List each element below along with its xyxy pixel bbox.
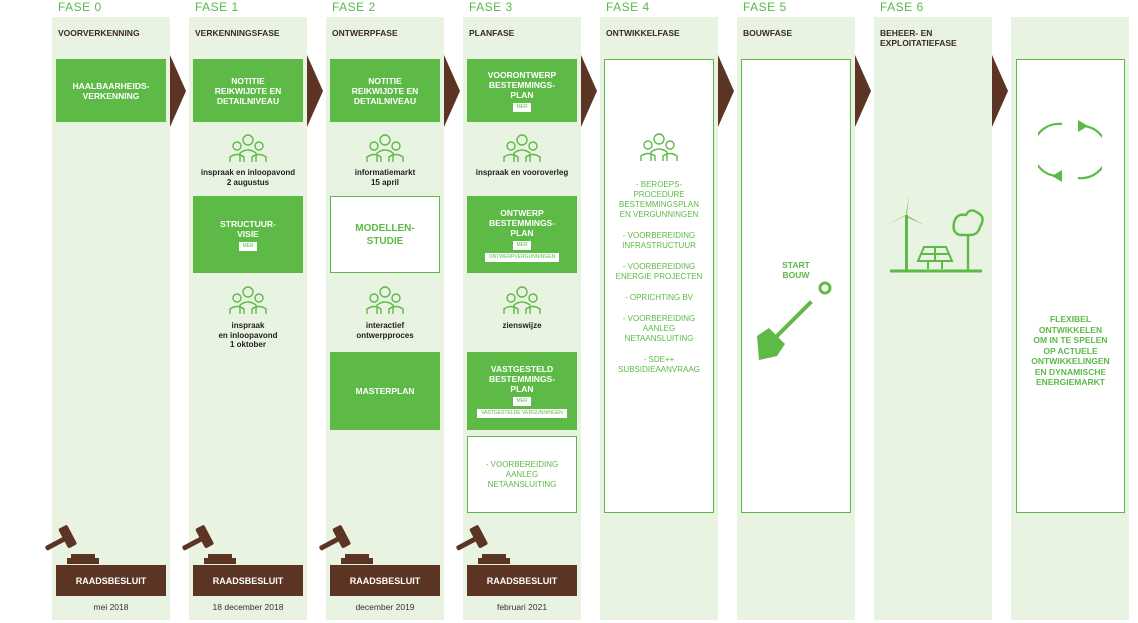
cycle-icon [1038, 120, 1102, 182]
vastgesteld-box: VASTGESTELD BESTEMMINGS- PLAN MER VASTGE… [467, 352, 577, 430]
ontwikkel-panel: - BEROEPS- PROCEDURE BESTEMMINGSPLAN EN … [604, 59, 714, 513]
fase-label: FASE 6 [880, 0, 924, 14]
list-item: - VOORBEREIDING ENERGIE PROJECTEN [615, 262, 703, 281]
start-bouw-label: START BOUW [782, 260, 810, 280]
column-fase-1: FASE 1 VERKENNINGSFASE NOTITIE REIKWIJDT… [182, 0, 307, 620]
raadsbesluit-badge: RAADSBESLUIT [330, 565, 440, 596]
bouw-panel: START BOUW [741, 59, 851, 513]
fase-label: FASE 4 [606, 0, 650, 14]
mer-tag: MER [513, 102, 531, 112]
people-icon [503, 286, 541, 314]
people-icon [640, 133, 678, 161]
list-item: - SDE++ SUBSIDIEAANVRAAG [618, 355, 700, 374]
column-fase-0: FASE 0 VOORVERKENNING HAALBAARHEIDS- VER… [45, 0, 170, 620]
column-fase-2: FASE 2 ONTWERPFASE NOTITIE REIKWIJDTE EN… [319, 0, 444, 620]
event-caption: inspraak en inloopavond 2 augustus [200, 168, 296, 187]
chevron-arrow-icon [718, 55, 734, 127]
gavel-icon [182, 525, 236, 564]
raadsbesluit-badge: RAADSBESLUIT [56, 565, 166, 596]
phase-title: ONTWIKKELFASE [606, 28, 680, 38]
tree-icon [952, 209, 984, 271]
solar-panel-icon [916, 246, 954, 269]
box-label: VASTGESTELD BESTEMMINGS- PLAN [488, 364, 556, 394]
shovel-icon [757, 281, 832, 360]
people-icon [503, 134, 541, 162]
decision-date: februari 2021 [496, 602, 548, 612]
fase-label: FASE 0 [58, 0, 102, 14]
list-item: - BEROEPS- PROCEDURE BESTEMMINGSPLAN EN … [618, 180, 699, 219]
wind-turbine-icon [886, 195, 924, 271]
phase-title: VERKENNINGSFASE [195, 28, 280, 38]
event-caption: inspraak en inloopavond 1 oktober [218, 321, 278, 349]
column-fase-3: FASE 3 PLANFASE VOORONTWERP BESTEMMINGS-… [456, 0, 581, 620]
phase-title: BOUWFASE [743, 28, 793, 38]
people-icon [366, 286, 404, 314]
chevron-arrow-icon [855, 55, 871, 127]
haalbaarheid-box: HAALBAARHEIDS- VERKENNING [56, 59, 166, 122]
list-item: - VOORBEREIDING AANLEG NETAANSLUITING [622, 314, 696, 343]
flexibel-panel: FLEXIBEL ONTWIKKELEN OM IN TE SPELEN OP … [1016, 59, 1125, 513]
list-item: - VOORBEREIDING INFRASTRUCTUUR [622, 231, 696, 250]
column-fase-4: FASE 4 ONTWIKKELFASE - BEROEPS- PROCEDUR… [600, 0, 718, 620]
mer-tag: MER [513, 397, 531, 406]
chevron-arrow-icon [170, 55, 186, 127]
energy-illustration [886, 195, 984, 273]
decision-date: 18 december 2018 [212, 602, 284, 612]
column-fase-6: FASE 6 BEHEER- EN EXPLOITATIEFASE [874, 0, 992, 620]
ontwerp-box: ONTWERP BESTEMMINGS- PLAN MER ONTWERPVER… [467, 196, 577, 273]
box-label: ONTWERP BESTEMMINGS- PLAN [488, 207, 556, 238]
event-caption: informatiemarkt 15 april [354, 168, 416, 187]
phase-title: ONTWERPFASE [332, 28, 398, 38]
phase-title: PLANFASE [469, 28, 515, 38]
box-label: STRUCTUUR- VISIE [220, 218, 276, 239]
raadsbesluit-badge: RAADSBESLUIT [467, 565, 577, 596]
column-flexibel: FLEXIBEL ONTWIKKELEN OM IN TE SPELEN OP … [1011, 17, 1129, 620]
decision-date: december 2019 [355, 602, 415, 612]
raadsbesluit-badge: RAADSBESLUIT [193, 565, 303, 596]
phase-title: VOORVERKENNING [58, 28, 140, 38]
structuurvisie-box: STRUCTUUR- VISIE MER [193, 196, 303, 273]
modellenstudie-box: MODELLEN- STUDIE [330, 196, 440, 273]
notitie-box: NOTITIE REIKWIJDTE EN DETAILNIVEAU [330, 59, 440, 122]
flexibel-text: FLEXIBEL ONTWIKKELEN OM IN TE SPELEN OP … [1031, 314, 1110, 388]
column-fase-5: FASE 5 BOUWFASE START BOUW [737, 0, 855, 620]
fase-label: FASE 2 [332, 0, 376, 14]
chevron-arrow-icon [992, 55, 1008, 127]
activity-list: - BEROEPS- PROCEDURE BESTEMMINGSPLAN EN … [616, 180, 703, 386]
people-icon [366, 134, 404, 162]
mer-tag: MER [513, 240, 531, 250]
gavel-icon [456, 525, 510, 564]
chevron-arrow-icon [444, 55, 460, 127]
decision-date: mei 2018 [93, 602, 129, 612]
vergunningen-tag: ONTWERPVERGUNNINGEN [484, 252, 560, 262]
voorontwerp-box: VOORONTWERP BESTEMMINGS- PLAN MER [467, 59, 577, 122]
event-caption: zienswijze [502, 321, 542, 330]
fase-label: FASE 1 [195, 0, 239, 14]
people-icon [229, 134, 267, 162]
vergunningen-tag: VASTGESTELDE VERGUNNINGEN [477, 409, 567, 418]
chevron-arrow-icon [307, 55, 323, 127]
people-icon [229, 286, 267, 314]
event-caption: inspraak en vooroverleg [475, 168, 569, 177]
list-item: - OPRICHTING BV [624, 293, 693, 302]
fase-label: FASE 5 [743, 0, 787, 14]
mer-tag: MER [239, 241, 257, 251]
event-caption: interactief ontwerpproces [356, 321, 414, 340]
masterplan-box: MASTERPLAN [330, 352, 440, 430]
phase-title: BEHEER- EN EXPLOITATIEFASE [880, 28, 957, 48]
gavel-icon [319, 525, 373, 564]
box-label: VOORONTWERP BESTEMMINGS- PLAN [487, 69, 557, 100]
notitie-box: NOTITIE REIKWIJDTE EN DETAILNIVEAU [193, 59, 303, 122]
netaansluiting-box: - VOORBEREIDING AANLEG NETAANSLUITING [467, 436, 577, 513]
gavel-icon [45, 525, 99, 564]
fase-label: FASE 3 [469, 0, 513, 14]
chevron-arrow-icon [581, 55, 597, 127]
